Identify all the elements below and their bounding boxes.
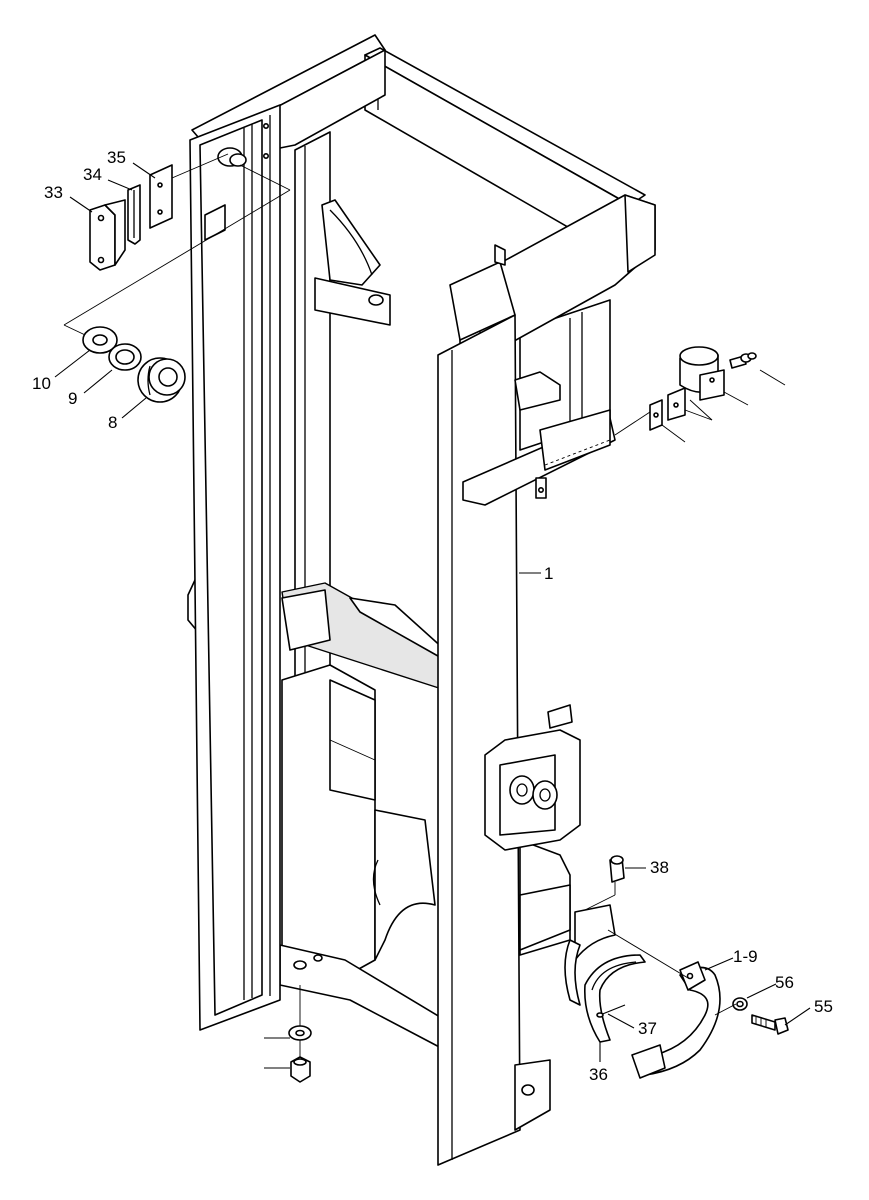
- grease-fitting-38: [584, 855, 625, 911]
- callout-10: 10: [32, 374, 51, 393]
- side-beam: [462, 371, 616, 506]
- callout-34: 34: [83, 165, 102, 184]
- left-outer-rail: [189, 104, 281, 1031]
- washer-bottom: [288, 985, 312, 1041]
- callout-36: 36: [589, 1065, 608, 1084]
- washer-9: [108, 343, 142, 371]
- guide-lines-right-bottom: [607, 929, 737, 1016]
- callout-33: 33: [44, 183, 63, 202]
- callout-9: 9: [68, 389, 78, 408]
- leader-lines: [54, 162, 811, 1069]
- trunnion-cap-1-9: [631, 961, 721, 1079]
- hose-clamp-bracket: [649, 346, 757, 431]
- callout-8: 8: [108, 413, 118, 432]
- inner-mast-structure: [187, 131, 611, 1051]
- callout-35: 35: [107, 148, 126, 167]
- callout-56: 56: [775, 973, 794, 992]
- washer-56: [732, 997, 748, 1011]
- callout-1-9: 1-9: [733, 947, 758, 966]
- guide-lines-left: [63, 153, 291, 343]
- bushing-36: [583, 954, 646, 1043]
- mast-mount: [484, 704, 581, 851]
- nut-bottom: [290, 1040, 311, 1083]
- washer-10: [82, 326, 118, 354]
- trunnion-bracket: [564, 904, 616, 1006]
- callout-37: 37: [638, 1019, 657, 1038]
- right-outer-rail: [437, 244, 571, 1166]
- roller-retainer-33: [89, 199, 126, 271]
- callout-55: 55: [814, 997, 833, 1016]
- shim-35: [149, 164, 173, 229]
- pin-37: [596, 1004, 626, 1018]
- guide-lines-right-top: [614, 369, 786, 443]
- callout-1: 1: [544, 564, 554, 583]
- bolt-55: [751, 1014, 789, 1035]
- shim-34: [127, 184, 141, 245]
- bearing-8: [137, 357, 186, 403]
- callout-38: 38: [650, 858, 669, 877]
